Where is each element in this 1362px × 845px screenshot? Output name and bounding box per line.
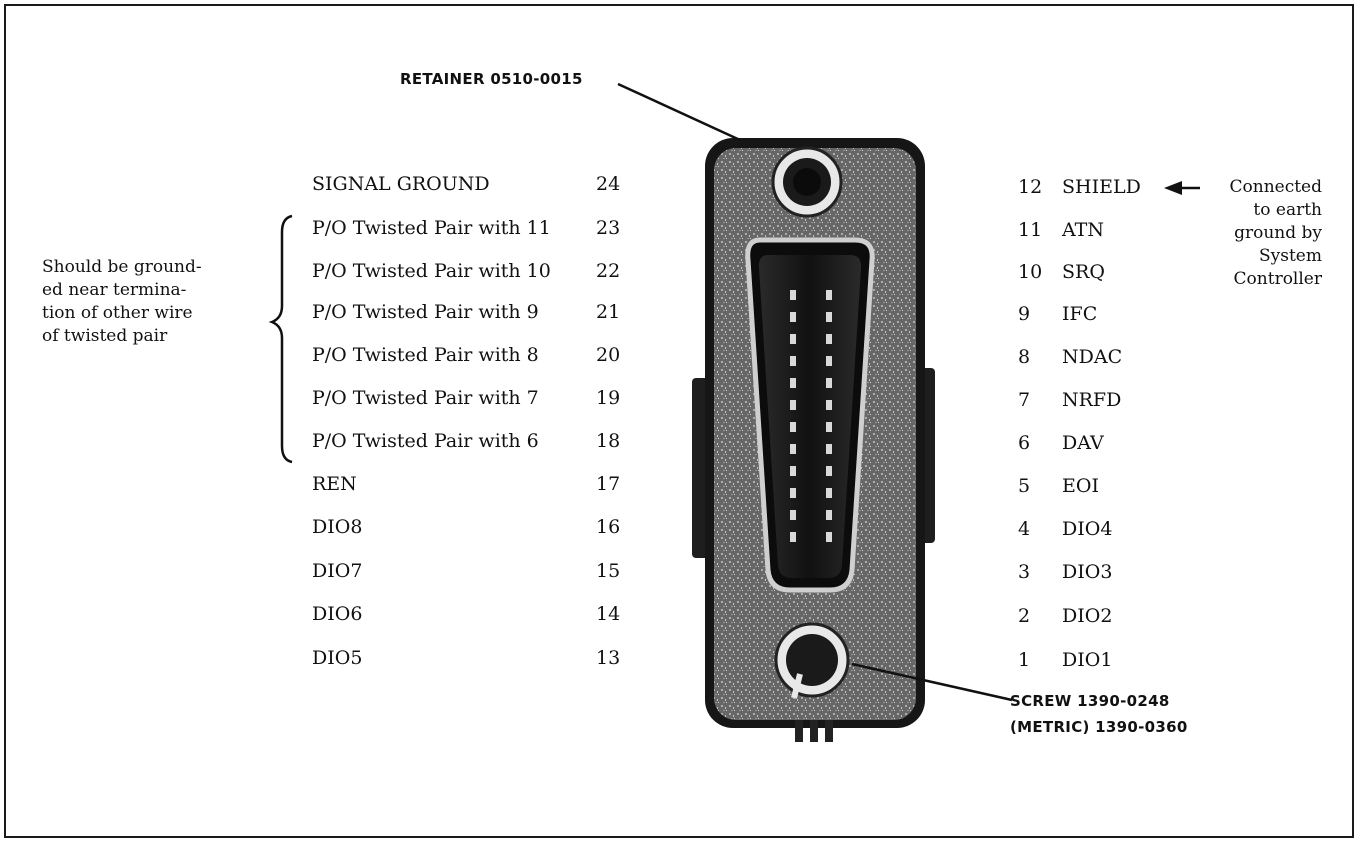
- contact-pin: [826, 334, 832, 344]
- pin-label: P/O Twisted Pair with 10: [312, 260, 551, 282]
- pin-number: 16: [596, 516, 621, 538]
- left-note-line: Should be ground-: [42, 257, 202, 277]
- right-note-line: System: [1259, 246, 1322, 266]
- right-note-line: ground by: [1234, 223, 1322, 243]
- pin-label: P/O Twisted Pair with 9: [312, 301, 539, 323]
- retainer-leader-line: [617, 82, 741, 142]
- contact-pin: [826, 466, 832, 476]
- pin-number: 8: [1018, 346, 1031, 368]
- pin-label: P/O Twisted Pair with 8: [312, 344, 539, 366]
- contact-pin: [790, 510, 796, 520]
- contact-pin: [826, 510, 832, 520]
- contact-pin: [790, 532, 796, 542]
- pin-label: NRFD: [1062, 389, 1122, 411]
- contact-pin: [826, 356, 832, 366]
- pin-label: DIO8: [312, 516, 363, 538]
- contact-pin: [790, 422, 796, 432]
- pin-number: 9: [1018, 303, 1031, 325]
- pin-label: P/O Twisted Pair with 6: [312, 430, 539, 452]
- contact-pin: [826, 400, 832, 410]
- pin-label: IFC: [1062, 303, 1098, 325]
- pin-label: DIO2: [1062, 605, 1113, 627]
- pin-number: 1: [1018, 649, 1031, 671]
- contact-pin: [790, 488, 796, 498]
- contact-pin: [826, 290, 832, 300]
- contact-pin: [790, 356, 796, 366]
- pin-label: DIO3: [1062, 561, 1113, 583]
- contact-pin: [826, 488, 832, 498]
- screw-label-line1: SCREW 1390-0248: [1010, 692, 1170, 710]
- contact-pin: [826, 378, 832, 388]
- pin-number: 5: [1018, 475, 1031, 497]
- pin-label: DIO6: [312, 603, 363, 625]
- pin-number: 13: [596, 647, 621, 669]
- contact-pin: [790, 312, 796, 322]
- twisted-pair-bracket: [268, 214, 293, 464]
- right-note-line: Connected: [1229, 177, 1323, 197]
- contact-pin: [790, 378, 796, 388]
- screw-leader-line: [851, 662, 1013, 702]
- pin-number: 14: [596, 603, 621, 625]
- left-note-line: ed near termina-: [42, 280, 187, 300]
- left-note: Should be ground- ed near termina- tion …: [42, 256, 202, 348]
- pin-label: P/O Twisted Pair with 7: [312, 387, 539, 409]
- pin-number: 19: [596, 387, 621, 409]
- screw-label-line2: (METRIC) 1390-0360: [1010, 718, 1188, 736]
- pin-number: 15: [596, 560, 621, 582]
- left-note-line: tion of other wire: [42, 303, 193, 323]
- pin-number: 2: [1018, 605, 1031, 627]
- contact-pin: [790, 466, 796, 476]
- pin-number: 3: [1018, 561, 1031, 583]
- contact-pins: [790, 290, 832, 542]
- pin-number: 10: [1018, 261, 1043, 283]
- pin-number: 21: [596, 301, 621, 323]
- contact-pin: [826, 312, 832, 322]
- left-note-line: of twisted pair: [42, 326, 168, 346]
- pin-label: DIO5: [312, 647, 363, 669]
- diagram-frame: [4, 4, 1354, 838]
- pin-number: 18: [596, 430, 621, 452]
- pin-label: SIGNAL GROUND: [312, 173, 490, 195]
- shield-arrowhead: [1164, 181, 1182, 195]
- pin-label: P/O Twisted Pair with 11: [312, 217, 551, 239]
- pin-label: DIO7: [312, 560, 363, 582]
- pin-label: REN: [312, 473, 357, 495]
- right-note-line: Controller: [1233, 269, 1322, 289]
- contact-pin: [826, 532, 832, 542]
- pin-number: 6: [1018, 432, 1031, 454]
- contact-pin: [826, 444, 832, 454]
- retainer-screw-bottom-head: [786, 634, 838, 686]
- retainer-label: RETAINER 0510-0015: [400, 70, 583, 88]
- pin-number: 20: [596, 344, 621, 366]
- contact-pin: [790, 444, 796, 454]
- pin-number: 11: [1018, 219, 1043, 241]
- pin-label: DAV: [1062, 432, 1104, 454]
- pin-label: ATN: [1062, 219, 1104, 241]
- pin-number: 17: [596, 473, 621, 495]
- pin-label: SRQ: [1062, 261, 1105, 283]
- pin-number: 23: [596, 217, 621, 239]
- contact-pin: [790, 334, 796, 344]
- pin-label: SHIELD: [1062, 176, 1141, 198]
- pin-label: DIO1: [1062, 649, 1113, 671]
- right-note-line: to earth: [1253, 200, 1322, 220]
- pin-number: 24: [596, 173, 621, 195]
- right-note: Connected to earth ground by System Cont…: [1218, 176, 1323, 291]
- contact-pin: [790, 400, 796, 410]
- pin-label: NDAC: [1062, 346, 1123, 368]
- pin-number: 7: [1018, 389, 1031, 411]
- contact-pin: [826, 422, 832, 432]
- pin-label: DIO4: [1062, 518, 1113, 540]
- pin-number: 22: [596, 260, 621, 282]
- contact-pin: [790, 290, 796, 300]
- pin-label: EOI: [1062, 475, 1099, 497]
- pin-number: 4: [1018, 518, 1031, 540]
- pin-number: 12: [1018, 176, 1043, 198]
